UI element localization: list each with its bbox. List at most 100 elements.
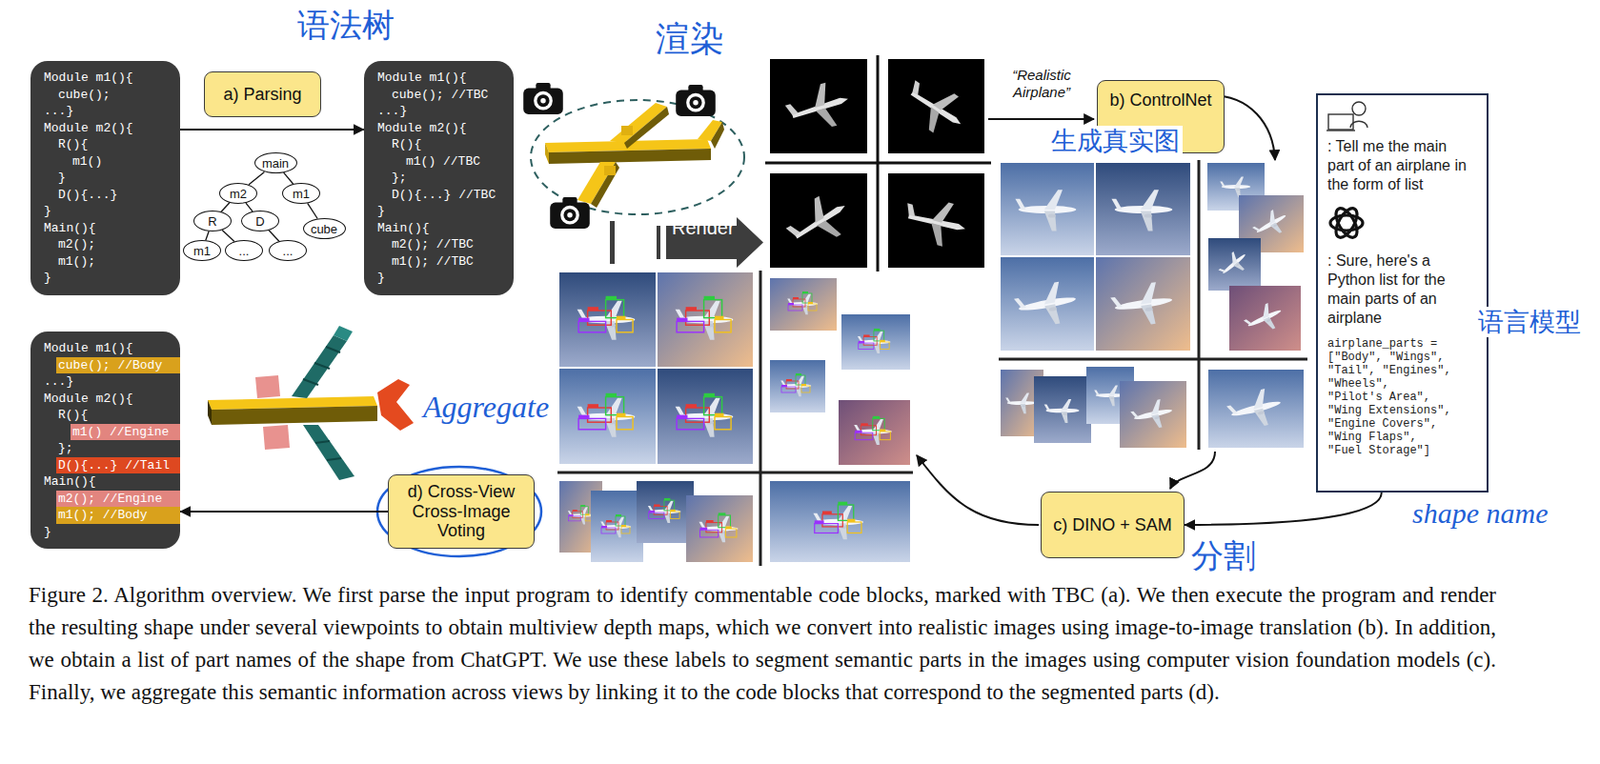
flow-arrows [916,455,1039,526]
step-box: c) DINO + SAM [1040,491,1185,559]
handwritten-note: 语言模型 [1475,306,1584,338]
handwritten-note: Aggregate [423,388,549,426]
segmented-images [787,291,818,315]
segmented-images [557,270,913,567]
shape-render-scene [530,100,745,215]
tree-label: main [262,156,289,171]
annotated-shape [315,441,330,444]
depth-maps [780,187,857,258]
segmented-images [838,400,911,466]
depth-maps [765,162,992,165]
segmented-images [557,471,913,475]
depth-maps [765,55,992,272]
code-line: m1(); [56,253,173,271]
hand-circle [377,466,542,557]
segmented-images [769,360,826,413]
user-icon [1350,121,1368,128]
tree-node: cube [303,218,346,240]
connector [268,230,280,242]
step-label: b) ControlNet [1109,90,1212,111]
code-line: m2(); [56,236,173,254]
depth-maps [769,59,868,154]
code-box: Module m1(){cube(); //TBC...}Module m2()… [364,60,514,296]
chat-panel: : Tell me the main part of an airplane i… [1316,93,1489,493]
realistic-images [1219,177,1251,199]
figure-caption: Figure 2. Algorithm overview. We first p… [28,579,1497,709]
tree-label: D [255,214,264,229]
chatgpt-logo [1332,204,1362,241]
realistic-images [1215,246,1252,283]
realistic-images [1012,279,1080,331]
code-line: Module m2(){ [41,390,173,408]
annotated-shape [291,335,347,399]
depth-maps [782,78,854,138]
code-line: R(){ [56,136,173,154]
code-line: D(){...} //Tail [56,457,181,475]
realistic-images [1119,381,1187,448]
code-line: Module m1(){ [375,69,507,87]
tree-label: ... [239,243,250,259]
segmented-images [636,481,694,544]
camera-icon [549,197,590,229]
realistic-images [998,160,1308,450]
render-arrow-shape [656,225,661,260]
code-line: Module m2(){ [375,120,507,138]
code-line: Main(){ [41,473,173,491]
segmented-images [769,481,911,563]
annotated-shape [333,325,353,342]
shape-render-scene [545,142,549,164]
realistic-images [1044,399,1080,424]
realistic-images [1109,280,1175,330]
render-label: Render [671,217,735,240]
segmented-images [853,416,892,446]
tree-node: m1 [182,240,222,262]
tree-node: ... [268,240,307,262]
shape-render-scene [710,121,725,149]
code-line: ["Body", "Wings", [1327,350,1478,365]
annotated-shape [263,425,290,450]
realistic-images [1249,205,1292,244]
code-line: } [375,202,507,221]
depth-maps [888,173,985,268]
realistic-images [1033,376,1092,444]
shape-render-scene [523,82,745,229]
segmented-images [657,272,753,367]
code-line: Module m1(){ [41,69,173,87]
shape-render-scene [590,162,620,208]
user-icon [1326,129,1356,131]
render-stripes [609,221,615,264]
flow-arrows [988,118,1094,121]
chatgpt-logo [1330,204,1363,241]
camera-icon [675,84,716,117]
realistic-images [1208,369,1304,448]
code-line: "Tail", "Engines", [1327,364,1478,378]
connector [205,231,209,241]
segmented-images [559,368,656,465]
connector [222,229,235,242]
segmented-images [657,368,753,465]
tree-label: m1 [193,243,211,259]
code-line: }; [56,440,173,458]
step-label: a) Parsing [222,84,302,105]
step-label: d) Cross-View Cross-Image Voting [398,482,525,542]
annotated-shape [325,346,341,353]
segmented-images [577,393,636,438]
realistic-images [1208,238,1261,291]
code-line: m2(); //TBC [389,236,507,254]
annotated-shape [207,325,414,481]
connector [245,202,253,212]
code-line: R(){ [56,406,173,425]
segmented-images [857,328,892,354]
realistic-images [1095,257,1191,351]
tree-label: cube [310,222,338,237]
segmented-images [780,373,811,397]
realistic-images [1000,257,1094,351]
segmented-images [841,314,911,370]
step-label: c) DINO + SAM [1053,515,1173,536]
realistic-images [1111,189,1173,231]
code-line: m1() [70,153,173,171]
segmented-images [567,505,594,525]
connector [180,510,388,513]
render-arrow: Render [656,217,764,268]
code-line: "Wing Flaps", [1327,430,1478,445]
